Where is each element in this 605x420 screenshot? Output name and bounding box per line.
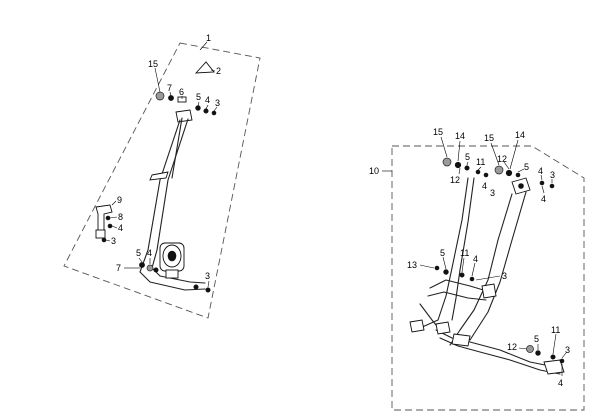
buckle-tongue-part (409, 319, 425, 333)
callout-4: 4 (473, 254, 478, 264)
buckle-bracket-part (95, 204, 113, 239)
nut-part (203, 108, 209, 114)
callout-3: 3 (215, 98, 220, 108)
belt-webbing (435, 329, 561, 369)
callout-3: 3 (111, 236, 116, 246)
callout-4: 4 (541, 194, 546, 204)
callout-12: 12 (497, 154, 507, 164)
assembly-10-boundary (391, 145, 585, 411)
callout-4: 4 (558, 378, 563, 388)
nut-part (434, 265, 440, 271)
anchor-plate-part (543, 359, 565, 375)
callout-4: 4 (482, 181, 487, 191)
callout-3: 3 (490, 188, 495, 198)
callout-2: 2 (216, 66, 221, 76)
callout-4: 4 (147, 248, 152, 258)
callout-3: 3 (550, 170, 555, 180)
nut-part (459, 272, 465, 278)
callout-3: 3 (205, 271, 210, 281)
nut-part (101, 237, 107, 243)
nut-part (469, 276, 475, 282)
belt-webbing (429, 279, 491, 293)
belt-webbing (451, 177, 475, 321)
nut-part (549, 183, 555, 189)
callout-5: 5 (136, 248, 141, 258)
callout-14: 14 (515, 130, 525, 140)
callout-11: 11 (476, 157, 485, 167)
callout-5: 5 (196, 92, 201, 102)
nut-part (559, 358, 565, 364)
guide-cover-part (194, 61, 215, 74)
washer-part (535, 350, 541, 356)
washer-part (168, 95, 174, 101)
callout-5: 5 (465, 152, 470, 162)
callout-4: 4 (205, 95, 210, 105)
belt-webbing (139, 119, 206, 291)
d-ring-part (175, 109, 193, 123)
bolt-part (195, 105, 201, 111)
callout-5: 5 (440, 248, 445, 258)
washer-part (139, 262, 145, 268)
nut-part (105, 215, 111, 221)
bushing-part (155, 91, 165, 101)
belt-webbing (449, 193, 513, 346)
anchor-plate-part (481, 283, 497, 299)
nut-part (205, 287, 211, 293)
callout-4: 4 (118, 223, 123, 233)
belt-webbing (171, 117, 183, 179)
nut-part (193, 284, 199, 290)
belt-webbing (469, 191, 527, 341)
callout-6: 6 (179, 87, 184, 97)
washer-part (454, 161, 462, 169)
callout-12: 12 (450, 175, 460, 185)
callout-11: 11 (460, 248, 469, 258)
bolt-part (518, 183, 524, 189)
bushing-part (494, 165, 504, 175)
nut-part (483, 172, 489, 178)
callout-7: 7 (116, 263, 121, 273)
rear-seat-belt-assembly: 10 15 14 5 12 11 4 3 15 14 12 5 4 (369, 127, 585, 411)
callout-4: 4 (538, 166, 543, 176)
spacer-part (146, 264, 154, 272)
callout-9: 9 (117, 195, 122, 205)
nut-part (539, 180, 545, 186)
callout-5: 5 (524, 162, 529, 172)
assembly-1-boundary (63, 42, 261, 319)
callout-15: 15 (148, 59, 158, 69)
nut-part (107, 223, 113, 229)
callout-1: 1 (206, 33, 211, 43)
callout-15: 15 (484, 133, 494, 143)
front-seat-belt-assembly: 1 2 15 7 6 5 4 3 (63, 33, 261, 319)
belt-webbing (427, 291, 487, 301)
callout-7: 7 (167, 83, 172, 93)
callout-12: 12 (507, 342, 517, 352)
callout-14: 14 (455, 131, 465, 141)
retractor-part (159, 242, 185, 279)
nut-part (475, 169, 481, 175)
callout-13: 13 (407, 260, 417, 270)
callout-15: 15 (433, 127, 443, 137)
washer-part (505, 169, 513, 177)
bushing-part (442, 157, 452, 167)
nut-part (515, 172, 521, 178)
callout-3: 3 (565, 345, 570, 355)
nut-part (464, 165, 470, 171)
anchor-plate-part (451, 333, 471, 347)
callout-8: 8 (118, 212, 123, 222)
belt-clip-part (149, 171, 169, 181)
washer-part (443, 269, 449, 275)
bolt-part (153, 267, 159, 273)
callout-5: 5 (534, 334, 539, 344)
buckle-part (435, 321, 451, 335)
nut-part (211, 110, 217, 116)
callout-10: 10 (369, 166, 379, 176)
nut-part (550, 354, 556, 360)
callout-11: 11 (551, 325, 560, 335)
callout-3: 3 (502, 271, 507, 281)
bushing-part (526, 345, 534, 353)
